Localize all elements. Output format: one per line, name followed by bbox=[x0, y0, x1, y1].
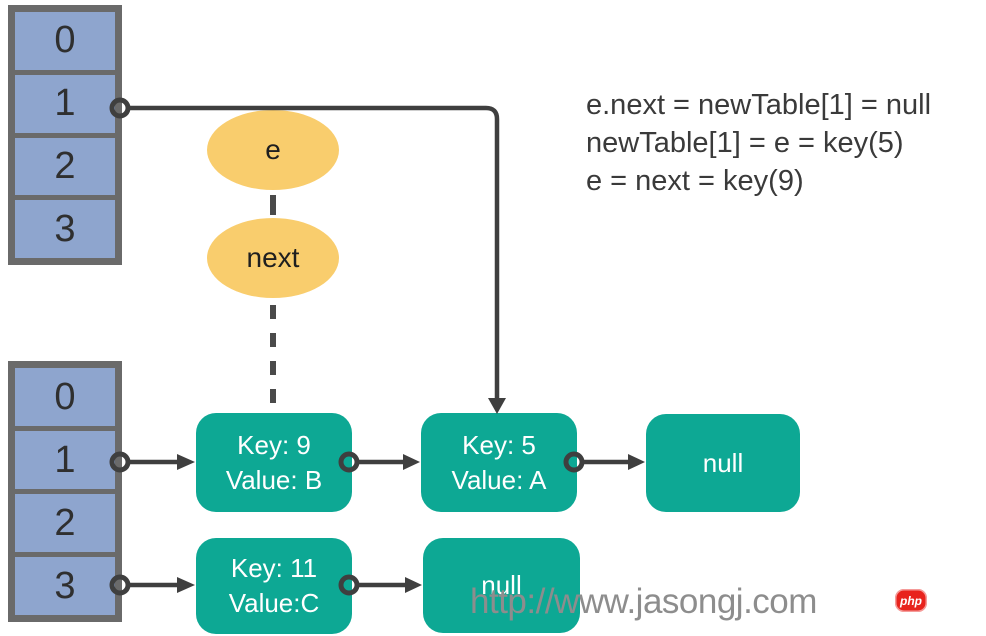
php-logo-icon: php bbox=[895, 589, 927, 612]
pointer-next-label: next bbox=[246, 242, 300, 273]
node-key9-key: Key: 9 bbox=[237, 429, 311, 460]
new-table-cell-2: 2 bbox=[15, 489, 115, 552]
new-hash-table: 0 1 2 3 bbox=[8, 361, 122, 622]
php-logo-label: php bbox=[900, 593, 922, 608]
node-key9-value: Value: B bbox=[225, 464, 323, 495]
old-table-cell-2: 2 bbox=[15, 132, 115, 196]
node-key11-value: Value:C bbox=[228, 588, 320, 618]
new-table-cell-0: 0 bbox=[15, 368, 115, 426]
node-null-bottom: null bbox=[423, 538, 580, 633]
new-table-cell-1: 1 bbox=[15, 426, 115, 489]
watermark-url: http://www.jasongj.com bbox=[470, 582, 817, 621]
node-key11-key: Key: 11 bbox=[230, 553, 318, 583]
pointer-next-ellipse: next bbox=[207, 218, 339, 298]
old-table-cell-0: 0 bbox=[15, 12, 115, 70]
node-null-top: null bbox=[646, 414, 800, 512]
code-line-1: e.next = newTable[1] = null bbox=[586, 89, 932, 121]
old-table-cell-3: 3 bbox=[15, 195, 115, 258]
pointer-e-label: e bbox=[265, 134, 281, 165]
node-key9: Key: 9 Value: B bbox=[196, 413, 352, 512]
code-line-3: e = next = key(9) bbox=[586, 165, 804, 197]
old-slot1-to-key5-arrowhead bbox=[488, 398, 506, 414]
node-key5: Key: 5 Value: A bbox=[421, 413, 577, 512]
new-slot3-to-key11-arrowhead bbox=[177, 577, 195, 593]
node-null-top-label: null bbox=[702, 447, 744, 478]
key9-to-key5-arrowhead bbox=[403, 454, 420, 470]
code-annotation: e.next = newTable[1] = null newTable[1] … bbox=[586, 86, 931, 200]
node-key11: Key: 11 Value:C bbox=[196, 538, 352, 634]
old-table-cell-1: 1 bbox=[15, 69, 115, 133]
key11-to-null-arrowhead bbox=[405, 577, 422, 593]
pointer-e-ellipse: e bbox=[207, 110, 339, 190]
new-table-cell-3: 3 bbox=[15, 552, 115, 615]
key5-to-null-arrowhead bbox=[628, 454, 645, 470]
node-key5-key: Key: 5 bbox=[462, 429, 536, 460]
new-slot1-to-key9-arrowhead bbox=[177, 454, 195, 470]
old-hash-table: 0 1 2 3 bbox=[8, 5, 122, 265]
node-key5-value: Value: A bbox=[451, 464, 547, 495]
code-line-2: newTable[1] = e = key(5) bbox=[586, 127, 904, 159]
node-null-bottom-label: null bbox=[481, 570, 522, 600]
